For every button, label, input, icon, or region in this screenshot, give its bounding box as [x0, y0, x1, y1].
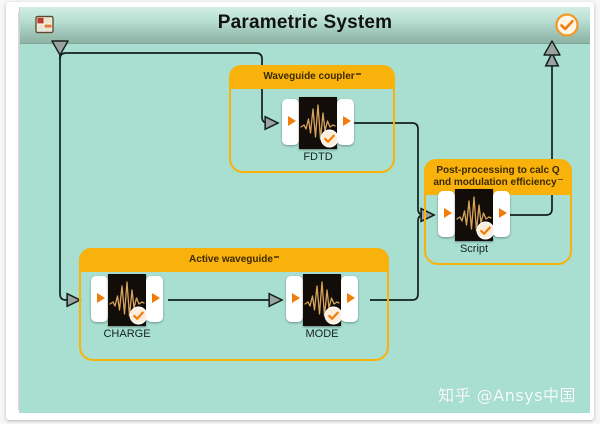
node-charge[interactable]: CHARGE — [91, 274, 163, 340]
node-mode-input-arrow-icon — [292, 293, 300, 303]
schematic-canvas[interactable]: Parametric System — [19, 7, 590, 413]
group-post-processing-label-line2: and modulation efficiency — [433, 177, 557, 188]
node-mode-output-arrow-icon — [347, 293, 355, 303]
group-post-processing-label-line1: Post-processing to calc Q — [436, 165, 560, 176]
group-active-waveguide-label: Active waveguide — [189, 254, 273, 265]
node-mode[interactable]: MODE — [286, 274, 358, 340]
page-title: Parametric System — [217, 12, 393, 33]
node-fdtd-body[interactable] — [282, 97, 354, 149]
node-charge-label: CHARGE — [103, 328, 151, 340]
node-fdtd-output-arrow-icon — [343, 116, 351, 126]
node-mode-body[interactable] — [286, 274, 358, 326]
text-cursor-icon — [273, 256, 279, 258]
node-charge-input-arrow-icon — [97, 293, 105, 303]
node-script-label: Script — [459, 243, 489, 255]
system-header: Parametric System — [20, 7, 590, 44]
node-script[interactable]: Script — [438, 189, 510, 255]
document-sheet-inner: Parametric System — [8, 4, 592, 418]
node-script-input-arrow-icon — [444, 208, 452, 218]
node-fdtd-status-check-circle-icon — [320, 129, 339, 148]
group-post-processing-header[interactable]: Post-processing to calc Q and modulation… — [424, 159, 572, 195]
node-fdtd-label: FDTD — [303, 151, 333, 163]
group-post-processing[interactable]: Post-processing to calc Q and modulation… — [424, 159, 572, 265]
node-mode-label: MODE — [305, 328, 339, 340]
group-active-waveguide-header[interactable]: Active waveguide — [79, 248, 389, 272]
group-waveguide-coupler-label: Waveguide coupler — [263, 71, 355, 82]
node-script-output-arrow-icon — [499, 208, 507, 218]
node-charge-body[interactable] — [91, 274, 163, 326]
system-status-check-circle-icon — [555, 13, 579, 37]
text-cursor-icon — [557, 178, 563, 181]
node-script-status-check-circle-icon — [476, 221, 495, 240]
node-mode-status-check-circle-icon — [324, 306, 343, 325]
project-schematic-icon — [34, 14, 56, 36]
text-cursor-icon — [355, 73, 361, 75]
group-waveguide-coupler[interactable]: Waveguide coupler — [229, 65, 395, 173]
node-fdtd-input-arrow-icon — [288, 116, 296, 126]
page-fold-edge — [8, 12, 19, 410]
group-waveguide-coupler-header[interactable]: Waveguide coupler — [229, 65, 395, 89]
node-fdtd[interactable]: FDTD — [282, 97, 354, 163]
node-script-body[interactable] — [438, 189, 510, 241]
node-charge-status-check-circle-icon — [129, 306, 148, 325]
group-active-waveguide[interactable]: Active waveguide — [79, 248, 389, 361]
node-charge-output-arrow-icon — [152, 293, 160, 303]
document-sheet: Parametric System — [6, 2, 594, 420]
watermark: 知乎 @Ansys中国 — [438, 386, 576, 405]
group-post-processing-label-line2-wrap: and modulation efficiency — [433, 177, 563, 189]
